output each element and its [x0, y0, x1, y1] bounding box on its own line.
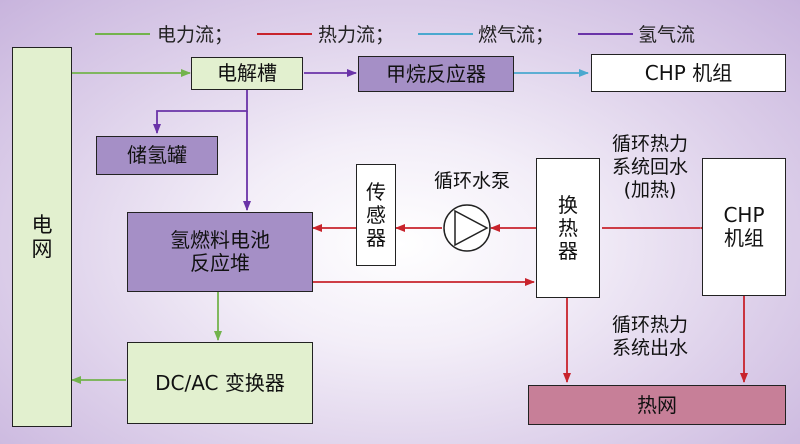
legend-label-heat: 热力流；: [318, 24, 395, 46]
sensor-label-line1: 传: [366, 179, 386, 204]
heat-exchanger-label-line2: 热: [558, 215, 578, 240]
pump-label: 循环水泵: [433, 170, 510, 192]
legend-label-hydrogen: 氢气流: [638, 24, 696, 46]
heat-exchanger-label-line3: 器: [558, 238, 578, 263]
electrolyzer-node: 电解槽: [191, 57, 303, 90]
methane-reactor-label: 甲烷反应器: [386, 61, 486, 86]
legend: 电力流； 热力流； 燃气流； 氢气流: [0, 20, 800, 46]
pump-triangle-icon: [454, 209, 489, 247]
chp-right-label-line2: 机组: [724, 226, 764, 250]
legend-label-electric: 电力流；: [157, 24, 234, 46]
arrow-electrolyzer-to-tank: [153, 89, 248, 134]
h2-tank-node: 储氢罐: [96, 136, 218, 175]
chp-top-label: CHP 机组: [644, 60, 733, 85]
fuel-cell-node: 氢燃料电池 反应堆: [127, 212, 313, 292]
return-water-line3: (加热): [623, 178, 677, 201]
grid-node: 电 网: [12, 47, 72, 427]
heat-network-label: 热网: [637, 392, 677, 417]
chp-right-node: CHP 机组: [702, 158, 786, 296]
dc-ac-converter-node: DC/AC 变换器: [127, 342, 313, 424]
chp-right-label-line1: CHP: [723, 203, 765, 227]
heat-network-node: 热网: [528, 385, 786, 425]
return-water-line1: 循环热力: [611, 133, 688, 155]
legend-label-gas: 燃气流；: [478, 24, 555, 46]
converter-label: DC/AC 变换器: [155, 370, 285, 395]
grid-label-line1: 电: [31, 212, 53, 237]
supply-water-annotation: 循环热力 系统出水: [598, 314, 702, 360]
heat-exchanger-node: 换 热 器: [536, 158, 600, 298]
grid-label-line2: 网: [31, 237, 53, 261]
sensor-node: 传 感 器: [356, 164, 396, 266]
electrolyzer-label: 电解槽: [217, 61, 277, 85]
heat-exchanger-label-line1: 换: [558, 192, 578, 217]
methane-reactor-node: 甲烷反应器: [358, 56, 514, 92]
h2-tank-label: 储氢罐: [127, 143, 187, 167]
fuel-cell-label-line2: 反应堆: [190, 251, 250, 275]
return-water-annotation: 循环热力 系统回水 (加热): [598, 133, 702, 201]
chp-top-node: CHP 机组: [591, 54, 786, 92]
return-water-line2: 系统回水: [611, 155, 688, 178]
fuel-cell-label-line1: 氢燃料电池: [170, 228, 270, 252]
sensor-label-line2: 感: [366, 202, 386, 227]
supply-water-line1: 循环热力: [611, 314, 688, 336]
supply-water-line2: 系统出水: [611, 336, 688, 359]
sensor-label-line3: 器: [366, 225, 386, 250]
